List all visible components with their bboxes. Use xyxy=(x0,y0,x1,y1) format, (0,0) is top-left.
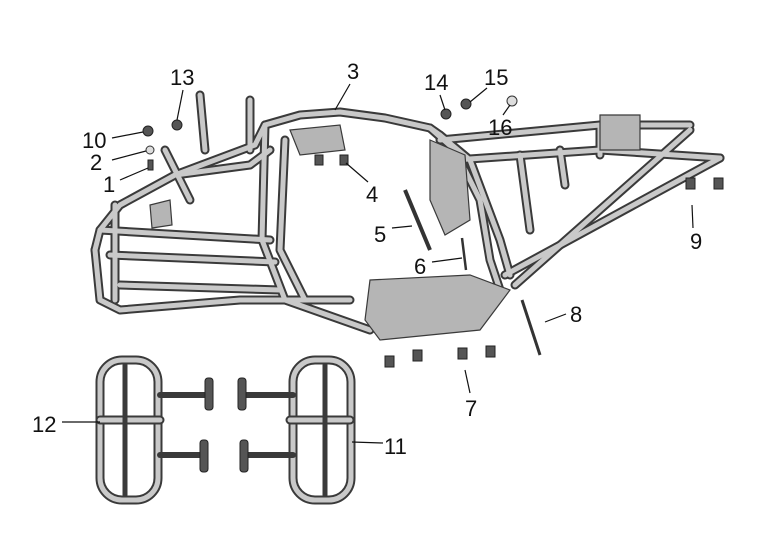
frame-tube-highlight xyxy=(117,282,283,293)
footrest-right xyxy=(237,355,356,505)
frame-plates xyxy=(149,114,641,341)
callout-3: 3 xyxy=(347,59,359,84)
frame-tube-highlight xyxy=(437,132,513,278)
callout-4: 4 xyxy=(366,182,378,207)
frame-tube-highlight xyxy=(92,247,353,313)
frame-tube-highlight xyxy=(259,122,373,333)
callout-6: 6 xyxy=(414,254,426,279)
callout-7: 7 xyxy=(465,396,477,421)
callout-9: 9 xyxy=(690,229,702,254)
callout-13: 13 xyxy=(170,65,194,90)
callout-1: 1 xyxy=(103,172,115,197)
frame-tube-highlight xyxy=(197,92,208,153)
footrest-left xyxy=(95,355,214,505)
leader-lines xyxy=(62,83,694,444)
frame-tube-highlight xyxy=(162,147,193,203)
callout-5: 5 xyxy=(374,222,386,247)
callout-labels: 1 2 3 4 5 6 7 8 9 10 11 12 13 14 15 16 xyxy=(32,59,702,459)
frame-tube-highlight xyxy=(502,155,723,278)
callout-8: 8 xyxy=(570,302,582,327)
callout-14: 14 xyxy=(424,70,448,95)
frame-tube-highlight xyxy=(107,252,278,265)
callout-11: 11 xyxy=(384,434,407,459)
callout-2: 2 xyxy=(90,150,102,175)
frame-tube-highlight xyxy=(512,127,693,288)
fasteners xyxy=(142,95,724,368)
callout-12: 12 xyxy=(32,412,56,437)
frame-tube-highlight xyxy=(557,147,568,188)
frame-tube-highlight xyxy=(97,227,273,243)
callout-10: 10 xyxy=(82,128,106,153)
callout-15: 15 xyxy=(484,65,508,90)
frame-tube-highlight xyxy=(517,152,533,233)
callout-16: 16 xyxy=(488,115,512,140)
frame-tube-highlight xyxy=(277,137,308,303)
